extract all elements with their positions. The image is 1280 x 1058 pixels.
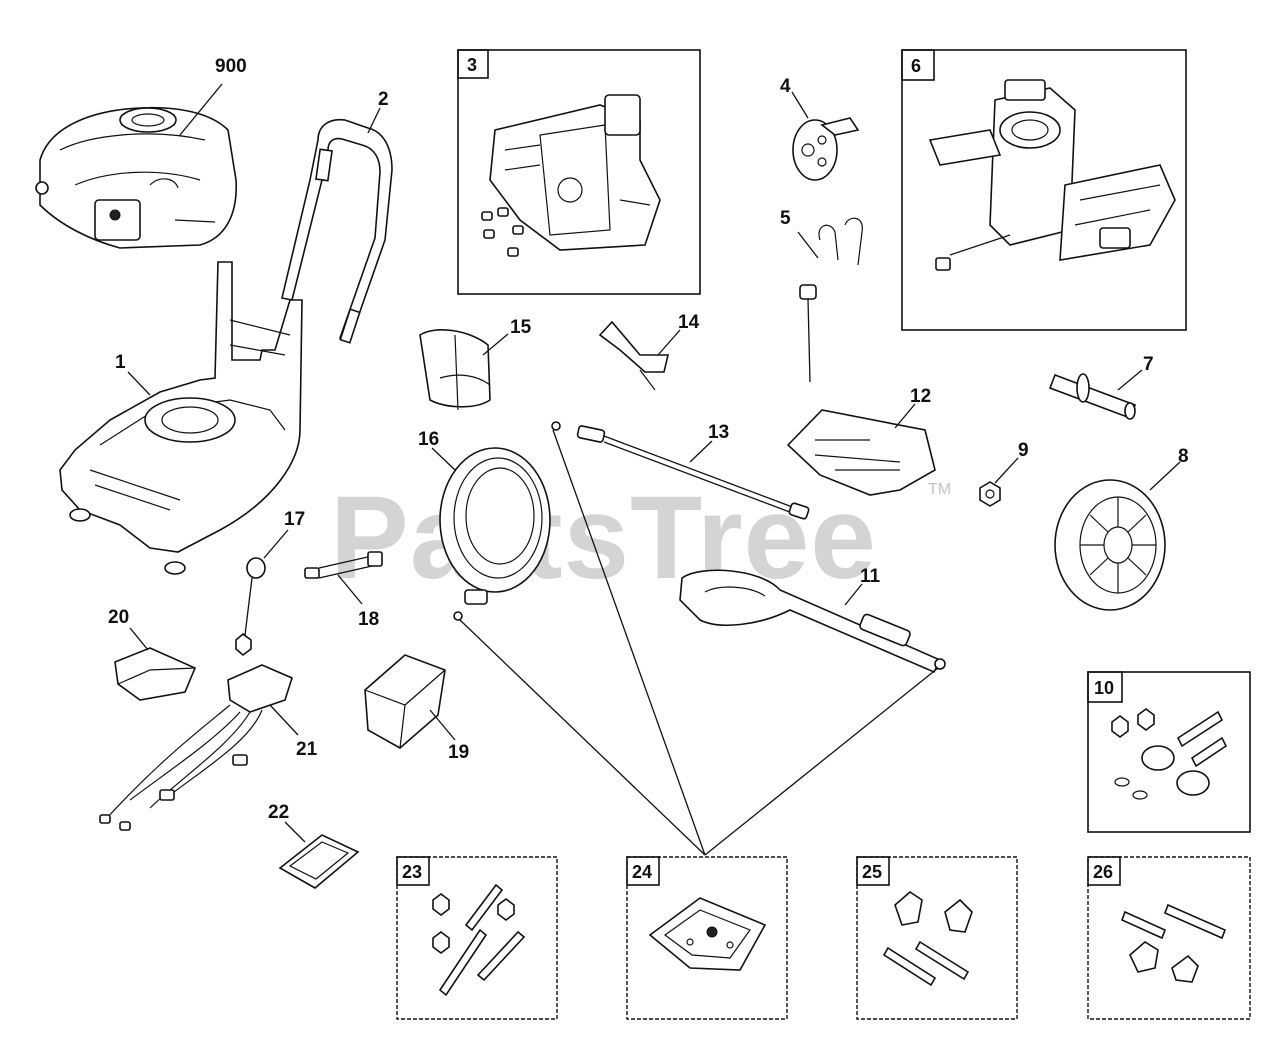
part-1-frame[interactable]: [59, 261, 303, 575]
part-6-pump-box[interactable]: 6: [901, 49, 1187, 331]
part-25-fittings-box[interactable]: 25: [856, 856, 1018, 1020]
callout-21: 21: [296, 739, 318, 760]
box-label-10: 10: [1094, 678, 1114, 698]
part-7-axle[interactable]: [1048, 373, 1137, 420]
callout-17: 17: [284, 509, 305, 530]
callout-900: 900: [215, 56, 247, 77]
part-26-hardware-box[interactable]: 26: [1087, 856, 1251, 1020]
part-24-plate-box[interactable]: 24: [626, 856, 788, 1020]
watermark-trademark: TM: [928, 481, 951, 498]
part-21-harness[interactable]: [99, 664, 293, 831]
callout-16: 16: [418, 429, 439, 450]
box-label-24: 24: [632, 862, 652, 882]
callout-1: 1: [115, 352, 126, 373]
part-23-hardware-box[interactable]: 23: [396, 856, 558, 1020]
part-12-bag[interactable]: [786, 409, 936, 496]
callout-13: 13: [708, 422, 729, 443]
callout-2: 2: [378, 89, 389, 110]
box-label-26: 26: [1093, 862, 1113, 882]
part-15-holder[interactable]: [419, 329, 491, 411]
callout-20: 20: [108, 607, 129, 628]
box-label-6: 6: [911, 56, 921, 76]
callout-11: 11: [860, 566, 881, 587]
callout-18: 18: [358, 609, 379, 630]
part-17-cap[interactable]: [235, 557, 266, 657]
callout-7: 7: [1143, 354, 1154, 375]
part-4-nozzle[interactable]: [792, 117, 860, 181]
box-label-3: 3: [467, 55, 477, 75]
callout-12: 12: [910, 386, 931, 407]
callout-4: 4: [780, 76, 791, 97]
part-3-control-panel-box[interactable]: 3: [457, 49, 701, 295]
callout-9: 9: [1018, 440, 1029, 461]
callout-22: 22: [268, 802, 289, 823]
part-18-fitting[interactable]: [304, 551, 383, 579]
part-10-hardware-box[interactable]: 10: [1087, 671, 1251, 833]
part-8-wheel[interactable]: [1054, 479, 1166, 611]
part-20-module[interactable]: [114, 647, 197, 701]
part-13-wand[interactable]: [551, 421, 810, 520]
callout-19: 19: [448, 742, 469, 763]
part-9-nut[interactable]: [979, 481, 1001, 507]
callout-5: 5: [780, 208, 791, 229]
box-label-23: 23: [402, 862, 422, 882]
part-2-handle[interactable]: [281, 118, 393, 344]
box-label-25: 25: [862, 862, 882, 882]
part-19-block[interactable]: [364, 654, 446, 749]
part-900-engine[interactable]: [35, 106, 237, 249]
part-16-hose[interactable]: [439, 447, 551, 621]
callout-15: 15: [510, 317, 532, 338]
part-5-hook[interactable]: [799, 217, 863, 383]
watermark-text: PartsTree: [330, 472, 877, 604]
part-22-plate[interactable]: [278, 834, 360, 889]
callout-8: 8: [1178, 446, 1189, 467]
part-14-bracket[interactable]: [598, 320, 670, 391]
callout-14: 14: [678, 312, 700, 333]
